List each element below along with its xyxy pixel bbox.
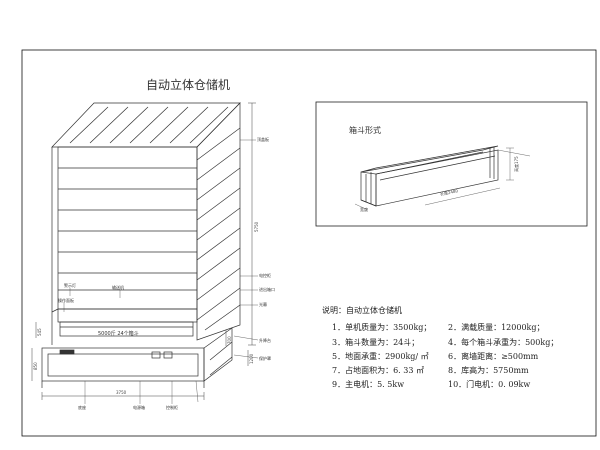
label-warning-light: 警示灯 bbox=[64, 283, 76, 288]
spec-item-4: 4．每个箱斗承重为：500kg； bbox=[448, 338, 559, 347]
leader-lines bbox=[63, 139, 259, 404]
spec-item-1: 1．单机质量为：3500kg； bbox=[332, 323, 432, 332]
machine-side bbox=[196, 102, 241, 341]
spec-item-7: 7．占地面积为：6. 33 ㎡ bbox=[332, 366, 424, 375]
drawing-title: 自动立体仓储机 bbox=[146, 78, 231, 92]
label-inout-port: 进出箱口 bbox=[259, 287, 275, 292]
dimension-lines bbox=[31, 102, 256, 400]
label-conveyor: 输送机 bbox=[112, 285, 124, 290]
label-control-cabinet: 电控柜 bbox=[259, 273, 271, 278]
tray-label: 5000斤 24个箱斗 bbox=[98, 331, 139, 337]
spec-item-6: 6．离墙距离：≥500mm bbox=[448, 352, 539, 361]
inset-frame bbox=[315, 101, 588, 227]
bin-width-dim: 宽度 bbox=[360, 207, 368, 212]
dim-right-2: 1200 bbox=[249, 353, 254, 364]
label-top-cover: 顶盖板 bbox=[257, 137, 269, 142]
dim-right-1: 700 bbox=[227, 336, 232, 344]
machine-opening bbox=[51, 308, 198, 337]
inset-title: 箱斗形式 bbox=[349, 126, 381, 135]
dim-left-1: 545 bbox=[37, 328, 42, 336]
label-light-curtain: 光幕 bbox=[259, 302, 267, 307]
spec-item-2: 2．满载质量：12000kg； bbox=[448, 323, 545, 332]
frame-border bbox=[21, 49, 597, 437]
machine-roof bbox=[51, 102, 241, 148]
label-guard: 保护罩 bbox=[259, 356, 271, 361]
dim-width: 3750 bbox=[116, 390, 127, 395]
bin-dimensions bbox=[354, 147, 531, 211]
dim-height: 5750 bbox=[254, 221, 259, 232]
label-control-box: 控制柜 bbox=[166, 405, 178, 410]
bin-drawing bbox=[360, 145, 499, 207]
spec-item-3: 3．箱斗数量为：24斗； bbox=[332, 338, 420, 347]
machine-base-side bbox=[203, 327, 233, 382]
label-lift-table: 升降台 bbox=[259, 338, 271, 343]
spec-item-9: 9．主电机：5. 5kw bbox=[332, 380, 405, 389]
spec-item-8: 8．库高为：5750mm bbox=[448, 366, 529, 375]
spec-item-10: 10．门电机：0. 09kw bbox=[448, 380, 531, 389]
label-power-box: 电源箱 bbox=[133, 405, 145, 410]
label-base: 底座 bbox=[78, 405, 86, 410]
spec-item-5: 5．地面承重：2900kg/ ㎡ bbox=[332, 352, 429, 361]
spec-title: 说明：自动立体仓储机 bbox=[322, 306, 402, 315]
bin-height-dim: 高度175 bbox=[514, 156, 519, 172]
machine-front bbox=[51, 146, 198, 345]
label-operation-panel: 操作面板 bbox=[58, 298, 74, 303]
machine-base bbox=[41, 347, 205, 388]
dim-left-2: 850 bbox=[33, 362, 38, 370]
